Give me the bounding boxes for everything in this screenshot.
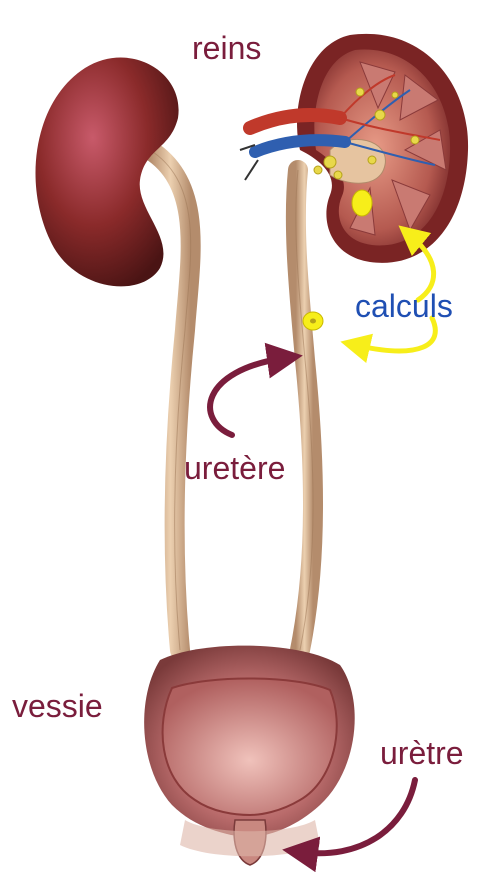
label-stones: calculs (355, 290, 453, 322)
label-kidneys: reins (192, 32, 261, 64)
arrow-to-ureter (210, 358, 285, 435)
kidney-stone-marker (352, 190, 372, 216)
left-ureter (150, 150, 191, 650)
label-urethra: urètre (380, 737, 464, 769)
label-ureter: uretère (184, 452, 285, 484)
label-bladder: vessie (12, 690, 103, 722)
left-kidney (35, 58, 178, 287)
